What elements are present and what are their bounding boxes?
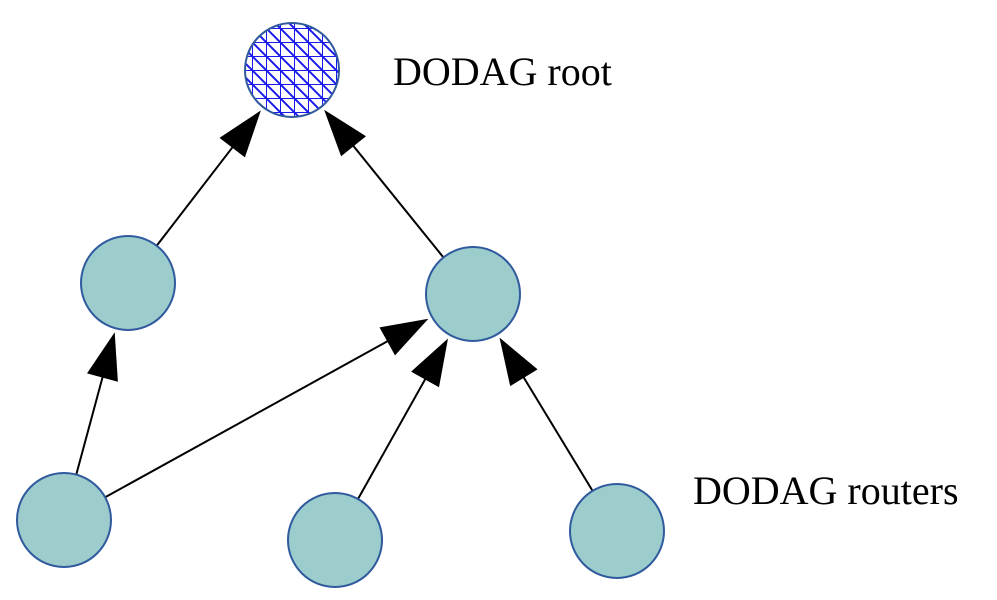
arrowhead	[379, 318, 429, 356]
edge-mid-right-to-root	[324, 109, 445, 259]
edge-bottom-left-to-mid-left	[75, 332, 118, 475]
edges	[75, 109, 594, 500]
edge-line	[155, 145, 235, 247]
nodes	[16, 22, 665, 588]
routers-label: DODAG routers	[693, 468, 959, 513]
edge-mid-left-to-root	[155, 110, 261, 247]
edge-bottom-right-to-mid-right	[499, 337, 594, 492]
root-label: DODAG root	[393, 49, 612, 94]
router-node-mid-right	[425, 246, 521, 342]
arrowhead	[411, 338, 448, 388]
router-node-mid-left	[80, 235, 176, 331]
arrowhead	[219, 110, 261, 158]
edge-line	[357, 377, 427, 500]
edge-bottom-center-to-mid-right	[357, 338, 448, 500]
edge-bottom-left-to-mid-right	[104, 318, 429, 499]
arrowhead	[324, 109, 366, 157]
arrowhead	[87, 332, 118, 382]
router-node-bottom-center	[287, 492, 383, 588]
router-node-bottom-left	[16, 472, 112, 568]
edge-line	[75, 375, 104, 475]
edge-line	[521, 375, 594, 492]
root-node	[244, 22, 340, 118]
edge-line	[104, 339, 390, 499]
arrowhead	[499, 337, 538, 387]
edge-line	[351, 144, 445, 259]
router-node-bottom-right	[569, 483, 665, 579]
